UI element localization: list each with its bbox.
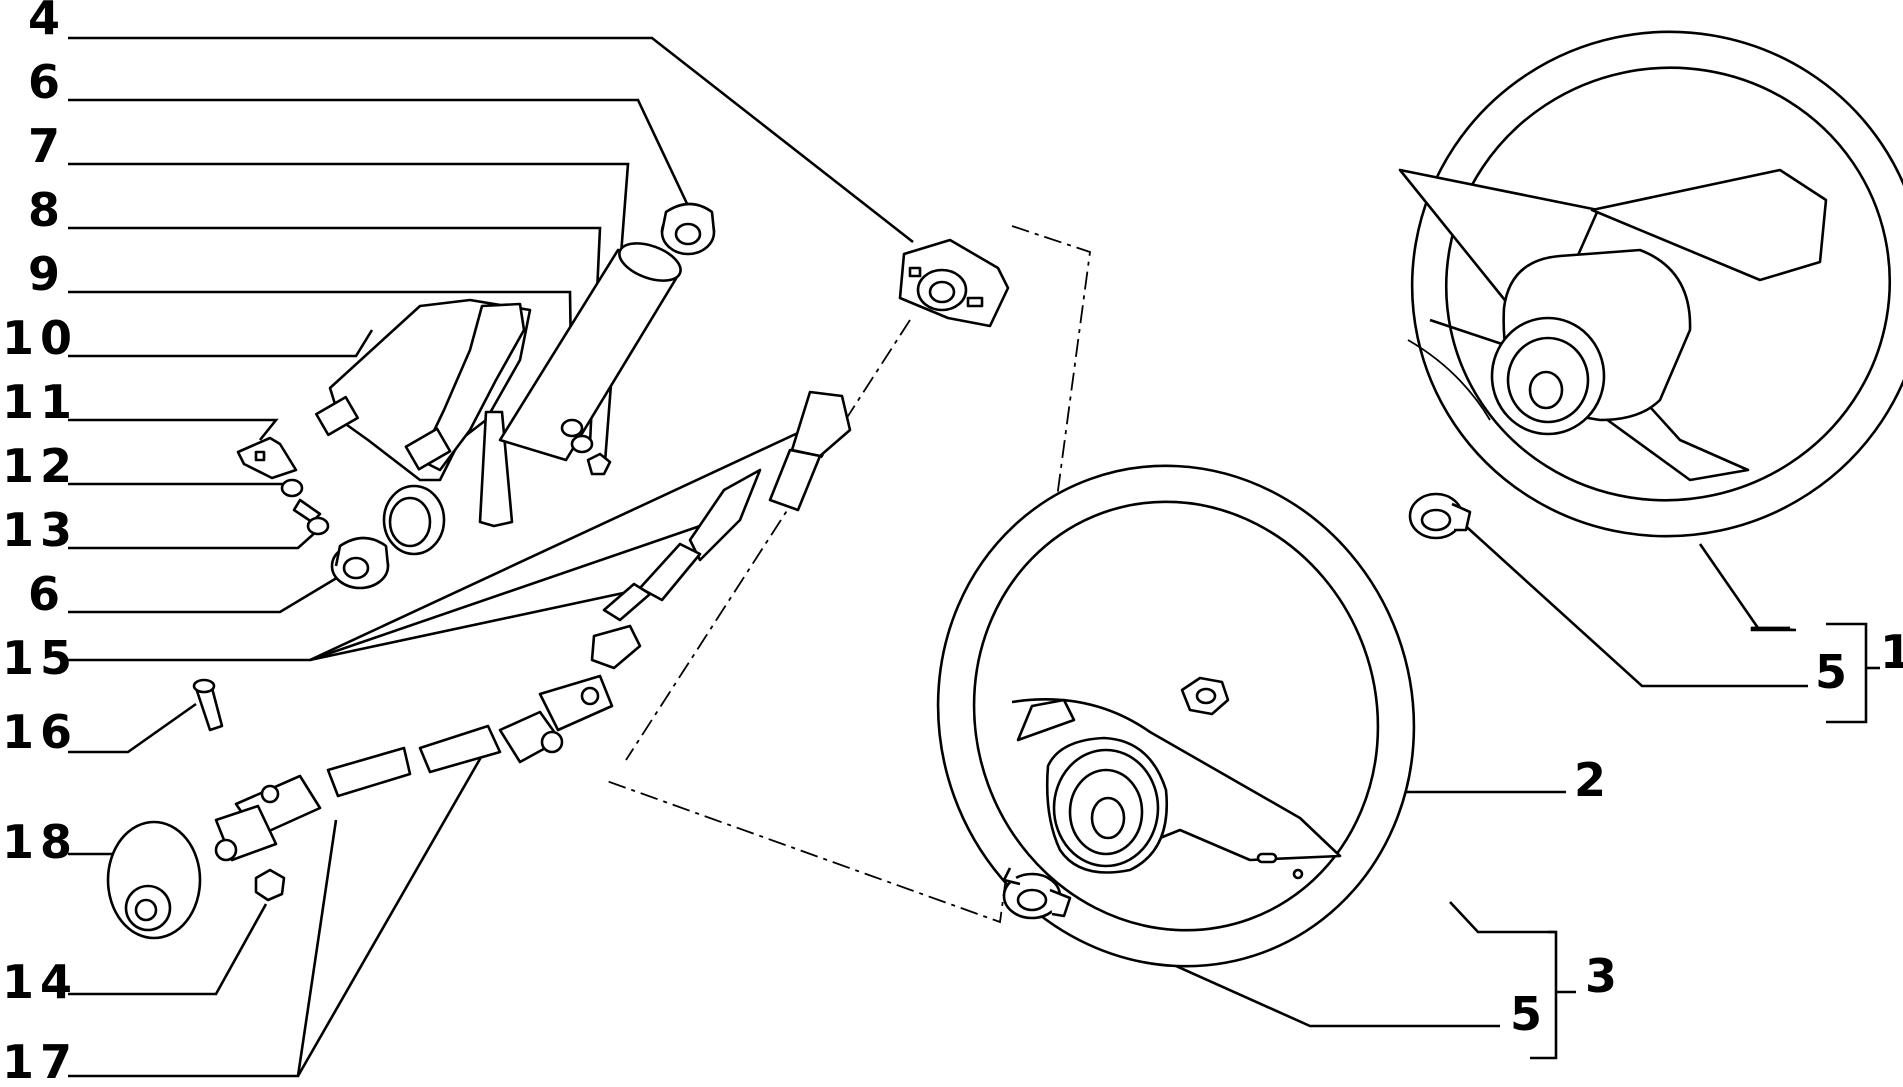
callout-label-8: 8 xyxy=(28,183,66,237)
nut-2 xyxy=(1180,676,1230,716)
callout-label-12: 12 xyxy=(2,439,78,493)
nut-14 xyxy=(254,868,286,902)
callout-label-7: 7 xyxy=(28,119,66,173)
wheel-1-detail xyxy=(1407,339,1491,421)
callout-label-14: 14 xyxy=(2,955,78,1009)
leader-wheel3 xyxy=(1449,901,1556,934)
leader-14 xyxy=(68,903,268,996)
universal-joint-lower xyxy=(214,774,322,862)
wheel-1-spoke-top xyxy=(1590,168,1828,282)
leader-wheel1 xyxy=(1698,543,1790,630)
wheel-3-spoke-left xyxy=(1016,698,1076,742)
leader-13 xyxy=(68,529,319,550)
axis-column-to-mount xyxy=(625,319,911,761)
callout-label-2: 2 xyxy=(1574,753,1612,807)
intermediate-bar-17 xyxy=(326,724,502,798)
leader-16 xyxy=(68,702,197,754)
steering-wheel-3 xyxy=(936,464,1416,968)
callout-label-4: 4 xyxy=(28,0,66,45)
callout-label-5-upper: 5 xyxy=(1815,645,1853,699)
boot-18 xyxy=(106,820,202,940)
callout-label-15: 15 xyxy=(2,631,78,685)
callout-label-6-upper: 6 xyxy=(28,55,66,109)
callout-label-18: 18 xyxy=(2,815,78,869)
bracket-3-frame xyxy=(1530,930,1558,1060)
leader-6-lower xyxy=(68,568,351,614)
universal-joint-upper xyxy=(498,674,614,764)
right-callout-labels: 5 1 2 5 3 xyxy=(1510,625,1903,1041)
leader-15-c xyxy=(309,590,629,662)
bushing-6-upper xyxy=(660,202,716,256)
callout-label-17: 17 xyxy=(2,1035,78,1082)
leader-11 xyxy=(68,418,279,441)
leader-6-upper xyxy=(68,98,692,211)
washer-5-lower xyxy=(1002,867,1072,920)
callout-label-6-lower: 6 xyxy=(28,567,66,621)
callout-label-13: 13 xyxy=(2,503,78,557)
callout-label-9: 9 xyxy=(28,247,66,301)
leader-5-upper xyxy=(1447,509,1808,688)
clip-11 xyxy=(236,436,298,480)
column-housing-10 xyxy=(314,242,682,556)
wheel-3-slot xyxy=(1256,852,1278,864)
washer-5-upper xyxy=(1408,492,1472,540)
leader-17-b xyxy=(296,737,494,1077)
bracket-1 xyxy=(1826,622,1868,724)
bolt-16 xyxy=(192,678,224,732)
callout-label-3: 3 xyxy=(1585,949,1623,1003)
callout-label-11: 11 xyxy=(2,375,78,429)
leader-10 xyxy=(68,329,374,358)
callout-label-5-lower: 5 xyxy=(1510,987,1548,1041)
callout-label-10: 10 xyxy=(2,311,78,365)
callout-label-1: 1 xyxy=(1880,625,1903,679)
callout-label-16: 16 xyxy=(2,705,78,759)
mount-bracket-4 xyxy=(898,238,1010,328)
bolt-13 xyxy=(292,498,330,536)
washer-12 xyxy=(280,478,304,498)
wheel-3-hole xyxy=(1292,868,1304,880)
wheel-1-spline xyxy=(1528,370,1564,410)
steering-wheel-1 xyxy=(1398,30,1903,538)
small-nuts-7-8-9 xyxy=(560,418,612,476)
bushing-6-lower xyxy=(330,536,390,590)
shafts-15 xyxy=(590,390,852,670)
left-callout-labels: 4 6 7 8 9 10 11 12 13 6 15 16 18 14 17 xyxy=(2,0,78,1087)
leader-15-b xyxy=(309,524,701,662)
wheel-3-spline xyxy=(1090,796,1126,840)
leader-17-a xyxy=(68,819,338,1078)
leader-4 xyxy=(68,36,914,244)
group-brackets xyxy=(1530,622,1880,1060)
